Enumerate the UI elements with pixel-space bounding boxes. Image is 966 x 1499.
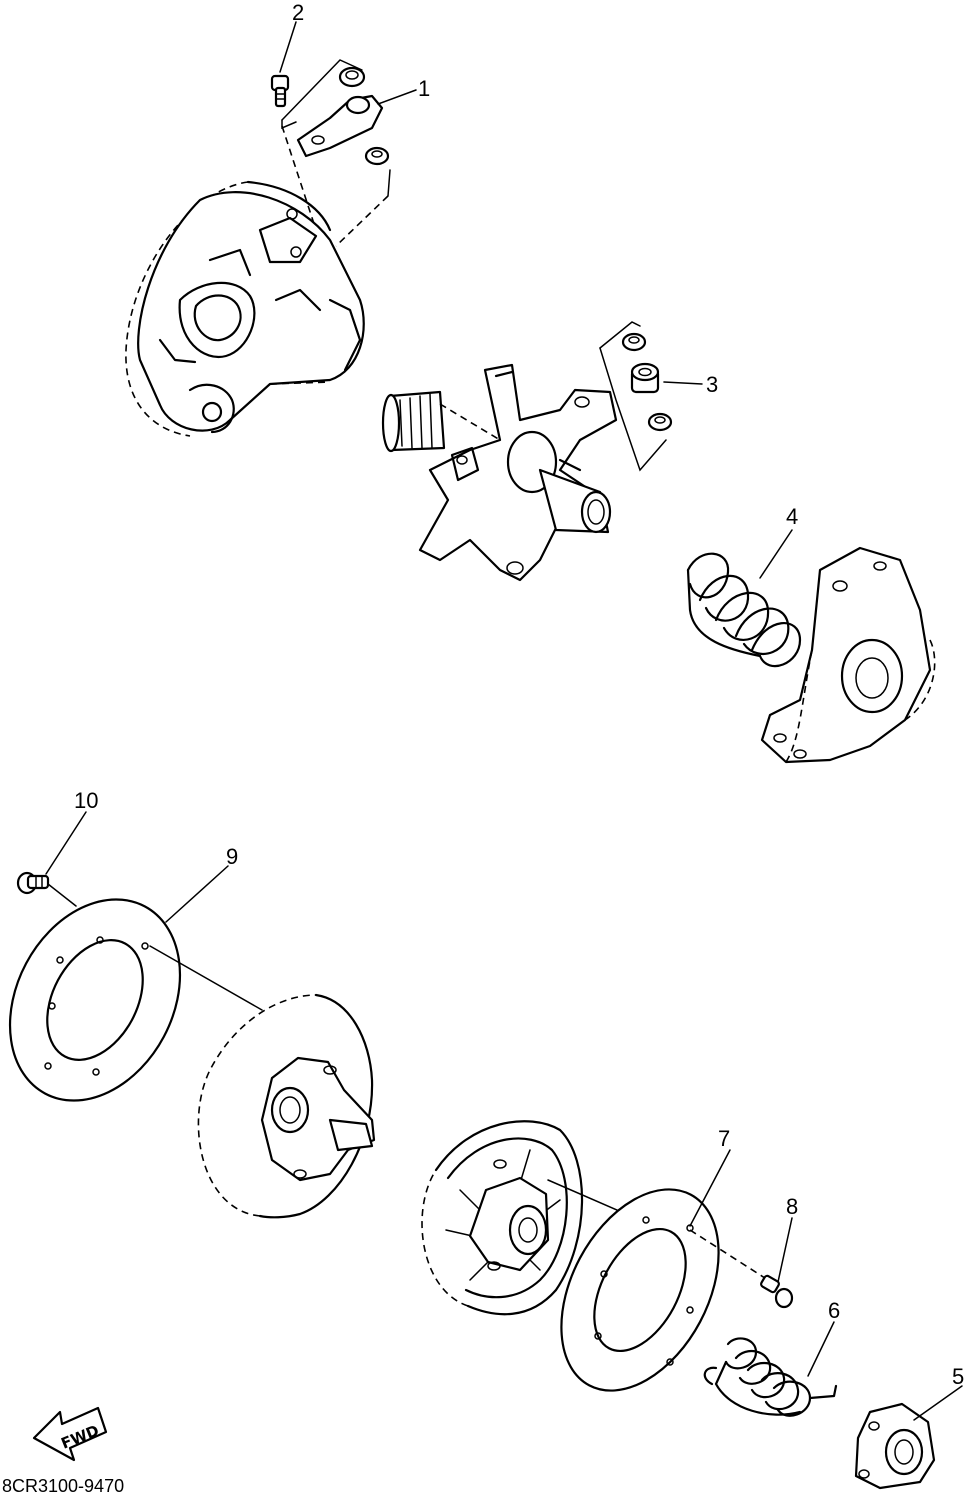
part-bolt-left (16, 871, 77, 907)
part-cap-upper (760, 546, 936, 764)
part-cap-lower (854, 1402, 936, 1490)
part-secondary-sheave (421, 1120, 701, 1316)
part-plate-ring (8, 898, 263, 1102)
callout-10: 10 (74, 788, 98, 813)
callout-1: 1 (418, 76, 430, 101)
callout-leaders (45, 21, 963, 1421)
part-primary-sliding-sheave (125, 180, 365, 437)
callout-3: 3 (706, 372, 718, 397)
part-weight-arm (281, 59, 391, 247)
callout-5: 5 (952, 1364, 964, 1389)
part-spring-lower (703, 1337, 838, 1417)
part-spring-upper (686, 552, 802, 668)
callout-numbers: 1 2 3 4 5 6 7 8 9 10 (74, 0, 964, 1389)
callout-9: 9 (226, 844, 238, 869)
callout-8: 8 (786, 1194, 798, 1219)
part-fixed-sheave (197, 993, 376, 1219)
callout-6: 6 (828, 1298, 840, 1323)
part-rollers (599, 321, 673, 472)
part-spider-shaft (381, 363, 618, 582)
callout-4: 4 (786, 504, 798, 529)
callout-7: 7 (718, 1126, 730, 1151)
part-bolt-top (270, 74, 290, 108)
fwd-arrow-icon: FWD (32, 1406, 108, 1462)
part-plate-ring-lower (560, 1188, 769, 1392)
drawing-code: 8CR3100-9470 (2, 1476, 124, 1496)
part-bolt-lower (760, 1274, 794, 1309)
callout-2: 2 (292, 0, 304, 25)
